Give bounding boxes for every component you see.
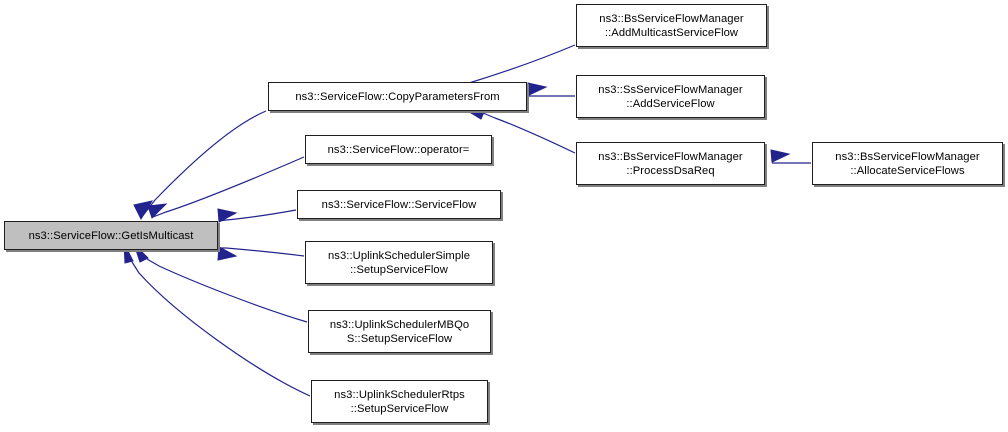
edge-uplink_scheduler_rtps_setup-to-root bbox=[131, 261, 311, 397]
node-label: ::ProcessDsaReq bbox=[626, 164, 715, 177]
node-label: S::SetupServiceFlow bbox=[346, 332, 453, 345]
node-label: ns3::BsServiceFlowManager bbox=[835, 150, 980, 163]
node-label: ns3::UplinkSchedulerMBQo bbox=[329, 318, 470, 331]
node-label: ns3::ServiceFlow::ServiceFlow bbox=[321, 198, 477, 211]
node-label: ns3::BsServiceFlowManager bbox=[599, 12, 744, 25]
edge-operator_assign-to-root bbox=[152, 156, 305, 218]
node-label: ::SetupServiceFlow bbox=[350, 402, 449, 415]
node-ss_add_service_flow[interactable]: ns3::SsServiceFlowManager::AddServiceFlo… bbox=[576, 75, 765, 118]
node-process_dsa_req[interactable]: ns3::BsServiceFlowManager::ProcessDsaReq bbox=[576, 142, 765, 185]
arrowhead-process_dsa_req-to-copy_parameters_from bbox=[465, 109, 485, 120]
arrowhead-uplink_scheduler_simple_setup-to-root bbox=[217, 246, 238, 261]
node-label: ns3::ServiceFlow::operator= bbox=[327, 143, 470, 156]
arrowhead-operator_assign-to-root bbox=[147, 203, 168, 219]
arrowhead-copy_parameters_from-to-root bbox=[133, 200, 154, 221]
arrowhead-ss_add_service_flow-to-copy_parameters_from bbox=[527, 82, 548, 96]
edge-uplink_scheduler_mbqos_setup-to-root bbox=[146, 258, 308, 323]
node-label: ns3::SsServiceFlowManager bbox=[598, 83, 743, 96]
node-label: ::SetupServiceFlow bbox=[350, 263, 448, 276]
node-label: ::AllocateServiceFlows bbox=[850, 164, 965, 177]
edge-copy_parameters_from-to-root bbox=[140, 110, 267, 219]
edge-add_multicast_service_flow-to-copy_parameters_from bbox=[460, 44, 576, 86]
node-label: ns3::ServiceFlow::CopyParametersFrom bbox=[295, 90, 500, 103]
arrowhead-allocate_service_flows-to-process_dsa_req bbox=[770, 149, 791, 163]
node-label: ::AddServiceFlow bbox=[626, 97, 715, 110]
node-add_multicast_service_flow[interactable]: ns3::BsServiceFlowManager::AddMulticastS… bbox=[576, 4, 767, 47]
edge-uplink_scheduler_simple_setup-to-root bbox=[219, 247, 305, 257]
node-copy_parameters_from[interactable]: ns3::ServiceFlow::CopyParametersFrom bbox=[268, 82, 527, 111]
node-allocate_service_flows[interactable]: ns3::BsServiceFlowManager::AllocateServi… bbox=[812, 142, 1003, 185]
node-label: ns3::UplinkSchedulerRtps bbox=[334, 388, 465, 401]
arrowhead-service_flow_ctor-to-root bbox=[217, 208, 238, 223]
node-uplink_scheduler_rtps_setup[interactable]: ns3::UplinkSchedulerRtps::SetupServiceFl… bbox=[311, 380, 488, 423]
node-label: ::AddMulticastServiceFlow bbox=[604, 26, 739, 39]
node-label: ns3::BsServiceFlowManager bbox=[598, 150, 743, 163]
edge-service_flow_ctor-to-root bbox=[218, 209, 297, 222]
node-label: ns3::ServiceFlow::GetIsMulticast bbox=[28, 229, 194, 242]
node-root: ns3::ServiceFlow::GetIsMulticast bbox=[4, 221, 218, 250]
edge-process_dsa_req-to-copy_parameters_from bbox=[482, 112, 576, 154]
node-service_flow_ctor[interactable]: ns3::ServiceFlow::ServiceFlow bbox=[297, 190, 501, 219]
node-uplink_scheduler_simple_setup[interactable]: ns3::UplinkSchedulerSimple::SetupService… bbox=[305, 241, 493, 284]
node-label: ns3::UplinkSchedulerSimple bbox=[328, 249, 470, 262]
node-operator_assign[interactable]: ns3::ServiceFlow::operator= bbox=[305, 135, 492, 164]
